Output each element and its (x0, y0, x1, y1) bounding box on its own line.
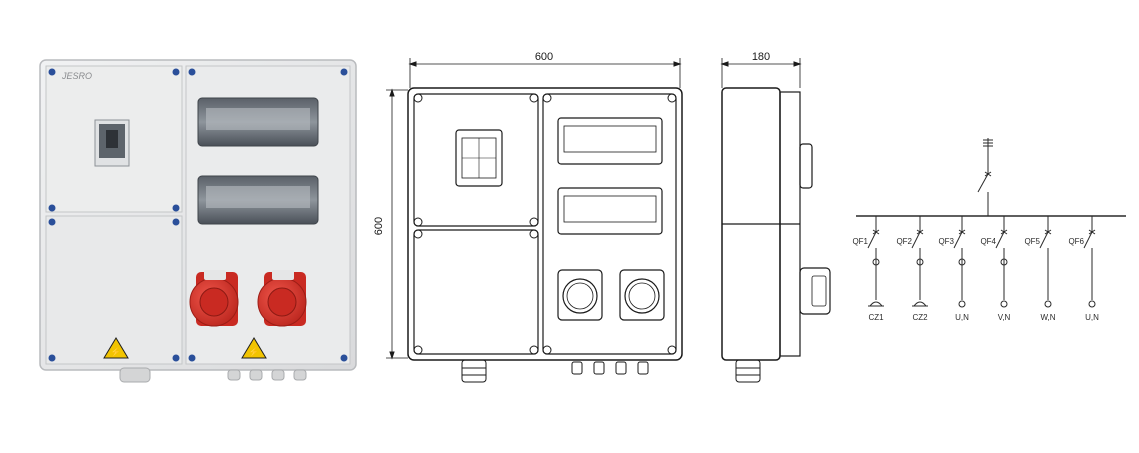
breaker-tag: QF2 (896, 237, 912, 246)
breaker-branch (995, 216, 1008, 308)
front-socket-1 (557, 269, 603, 321)
breaker-tag: QF5 (1024, 237, 1040, 246)
front-breaker-window-bottom (557, 187, 663, 235)
breaker-branch (867, 216, 884, 307)
industrial-socket-2 (257, 270, 307, 327)
breaker-output: CZ2 (912, 313, 928, 322)
front-right-door (542, 93, 677, 355)
bottom-left-door (45, 215, 183, 365)
front-enclosure-outline (407, 87, 683, 361)
side-switch-protrusion (799, 143, 813, 189)
breaker-branch (1083, 216, 1096, 308)
brand-logo: JESRO (61, 71, 92, 81)
front-top-left-door (413, 93, 539, 227)
breaker-branch (953, 216, 966, 308)
side-socket-protrusion (799, 267, 831, 315)
industrial-socket-1 (189, 270, 239, 327)
warning-sign-left: ⚡ (103, 337, 129, 359)
warning-sign-right: ⚡ (241, 337, 267, 359)
single-line-schematic (856, 138, 1126, 217)
door-screws (48, 68, 348, 362)
cable-glands (119, 367, 307, 383)
side-gland (735, 359, 761, 383)
breaker-output: U,N (1085, 313, 1099, 322)
product-photo: JESRO ⚡ ⚡ (39, 59, 357, 383)
front-socket-2 (619, 269, 665, 321)
side-view-drawing (720, 58, 831, 383)
breaker-tag: QF6 (1068, 237, 1084, 246)
breaker-tag: QF3 (938, 237, 954, 246)
front-screws (413, 93, 677, 355)
breaker-output: CZ1 (868, 313, 884, 322)
svg-text:⚡: ⚡ (110, 346, 121, 358)
front-bottom-left-door (413, 229, 539, 355)
breaker-branch (1039, 216, 1052, 308)
height-label: 600 (373, 217, 385, 235)
front-glands (461, 359, 649, 383)
front-breaker-window-top (557, 117, 663, 165)
breaker-output: U,N (955, 313, 969, 322)
main-switch-lever (106, 130, 118, 148)
breaker-row-top (206, 108, 310, 130)
svg-text:⚡: ⚡ (248, 346, 259, 358)
breaker-row-bottom (206, 186, 310, 208)
breaker-output: V,N (998, 313, 1011, 322)
main-switch-contact (977, 173, 989, 193)
front-view-drawing (386, 58, 683, 383)
front-switch-window (455, 129, 503, 187)
depth-label: 180 (752, 51, 770, 63)
breaker-branch (911, 216, 928, 307)
breaker-tag: QF1 (852, 237, 868, 246)
breaker-output: W,N (1040, 313, 1055, 322)
breaker-tag: QF4 (980, 237, 996, 246)
width-label: 600 (535, 51, 553, 63)
